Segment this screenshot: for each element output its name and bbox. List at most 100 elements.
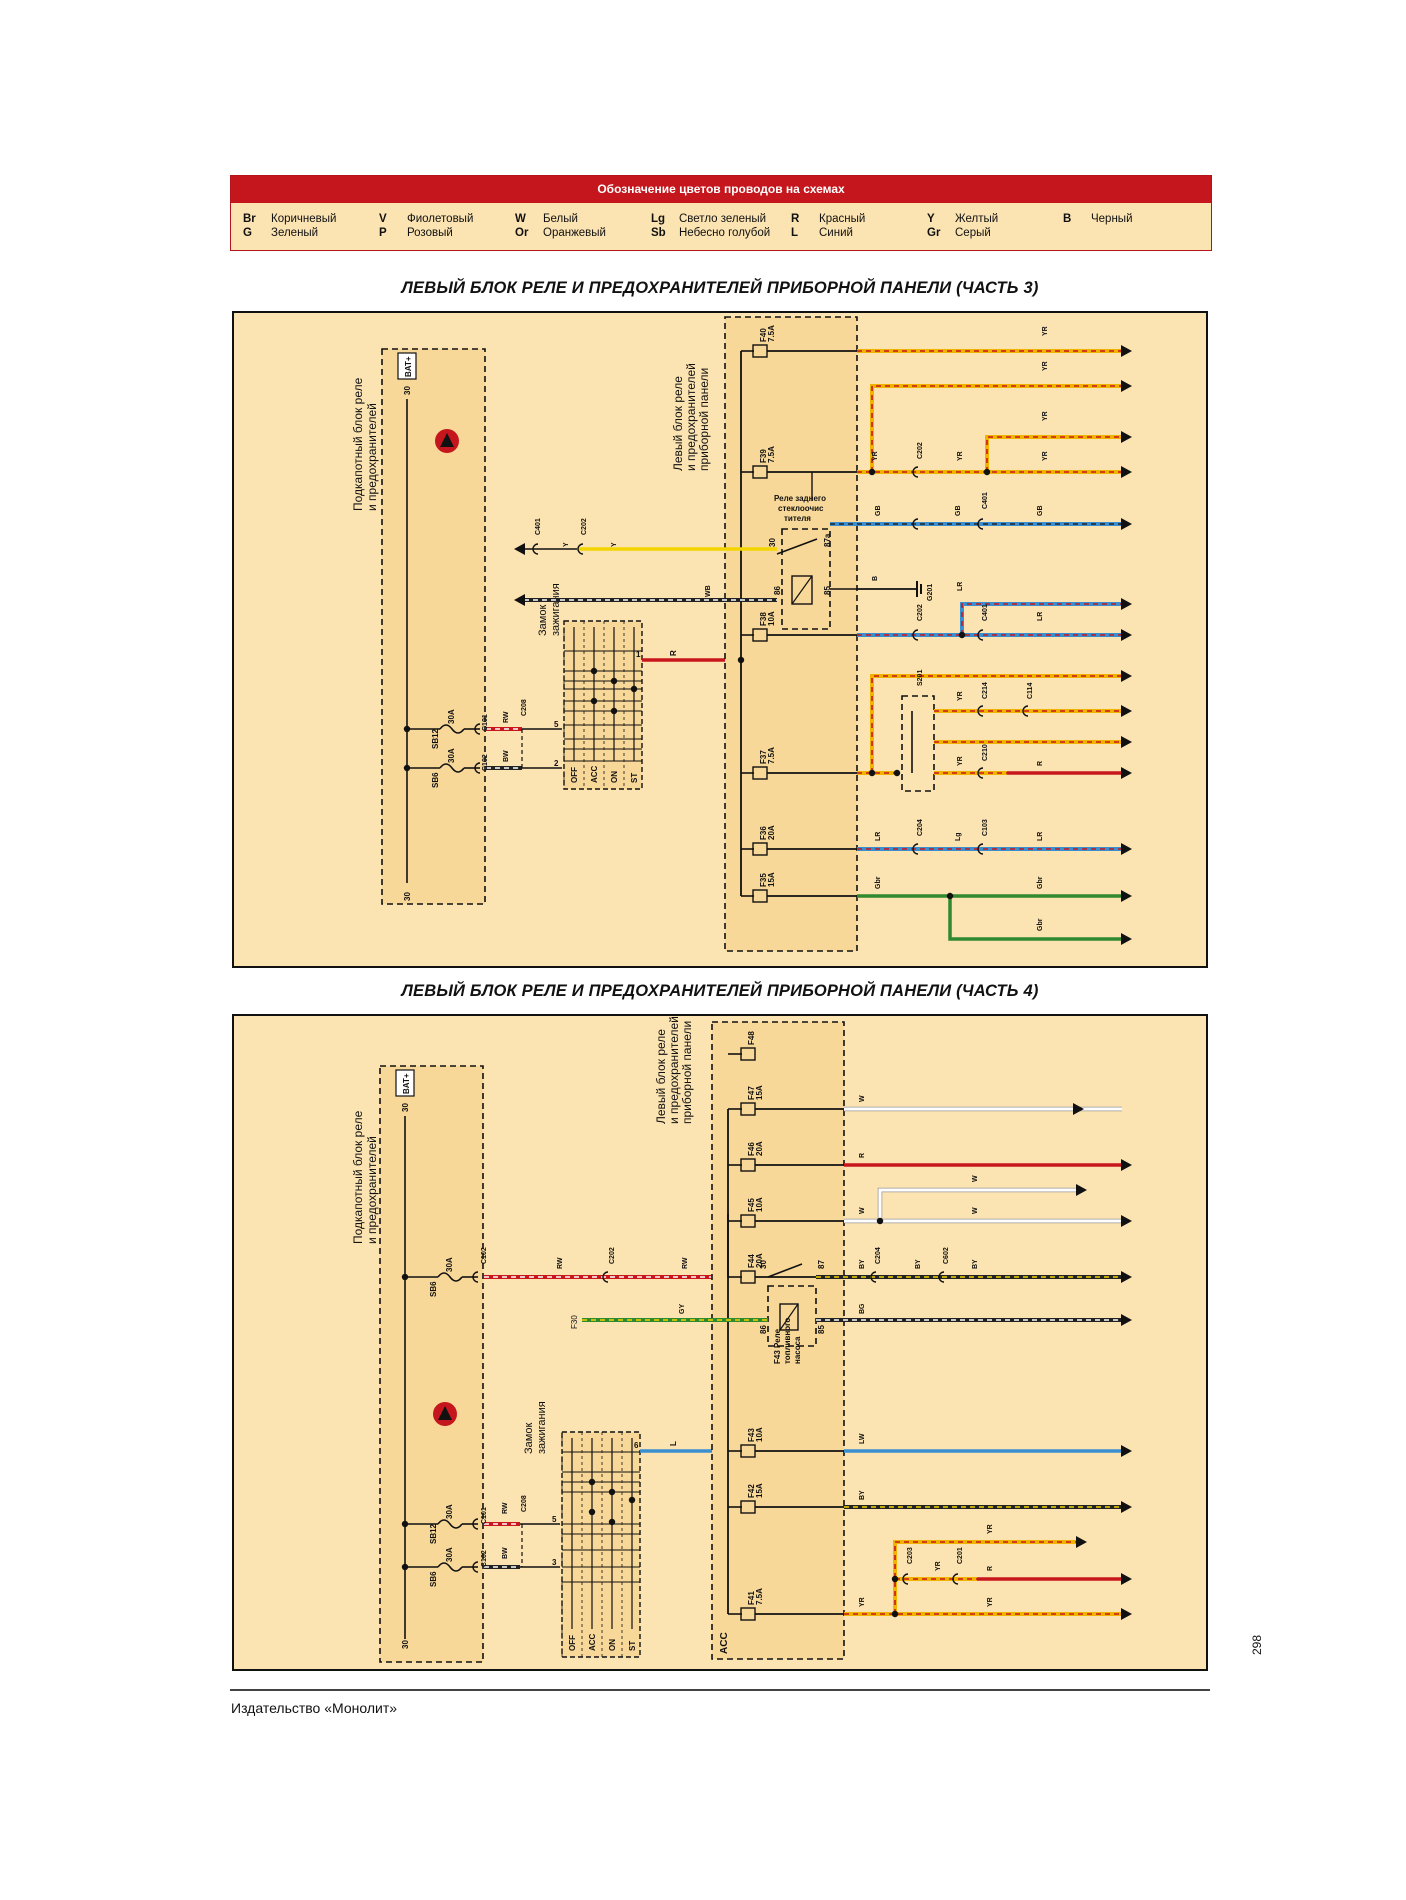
fuse-rating-label: 30A — [445, 1504, 454, 1519]
fusible-link-symbol — [437, 1272, 463, 1282]
junction-dot — [891, 1610, 899, 1618]
fuel-pump-relay — [767, 1285, 817, 1347]
wire-color-label: BY — [972, 1259, 979, 1269]
relay-switch — [776, 538, 818, 555]
pin-label: 30 — [759, 1260, 768, 1269]
wire-color-label: LR — [1037, 612, 1044, 621]
ignition-switch-label: Замок — [523, 1423, 535, 1454]
fuse-id-label: F44 — [747, 1254, 756, 1268]
connector-label: C602 — [943, 1247, 950, 1264]
terminal-30-label: 30 — [401, 1103, 410, 1112]
wire-color-label: Gbr — [875, 876, 882, 889]
fuse-id-label: F36 — [759, 826, 768, 840]
arrow-head — [1076, 1184, 1087, 1196]
sb6-label: SB6 — [429, 1281, 438, 1297]
brand-logo-mark — [438, 1406, 452, 1420]
wire-blue-stripe — [961, 603, 1122, 635]
relay-coil-diag — [779, 1303, 799, 1331]
wire-color-label: W — [972, 1175, 979, 1182]
rear-wiper-relay-label: стеклоочис — [778, 504, 824, 513]
junction-dot — [958, 631, 966, 639]
connector-label: C401 — [982, 492, 989, 509]
wire-color-label: GB — [955, 506, 962, 517]
switch-position-label: ST — [630, 773, 639, 783]
wire — [948, 896, 1122, 941]
connector-label: C202 — [917, 442, 924, 459]
wire-color-label: WB — [705, 585, 712, 597]
brand-logo-mark — [440, 433, 454, 447]
connector-symbol — [977, 518, 984, 530]
wire-yr-stripe — [894, 1541, 1077, 1614]
junction-dot — [893, 769, 901, 777]
connector-symbol — [912, 518, 919, 530]
connector-label: C214 — [982, 682, 989, 699]
fuse-id-label: F47 — [747, 1086, 756, 1100]
fuse-rating-label: 30A — [445, 1257, 454, 1272]
wire-color-label: BW — [503, 750, 510, 762]
connector-symbol — [472, 1561, 479, 1573]
connector-symbol — [1022, 705, 1029, 717]
pin-label: 5 — [552, 1515, 557, 1524]
arrow-head — [1121, 518, 1132, 530]
wire-color-label: YR — [957, 451, 964, 461]
wire-color-label: YR — [1042, 411, 1049, 421]
wire-color-label: YR — [935, 1561, 942, 1571]
ignition-switch-label: зажигания — [536, 1401, 548, 1454]
relay-coil-diag — [791, 575, 813, 605]
wire-color-label: GB — [1037, 506, 1044, 517]
connector-label: C102 — [481, 1247, 488, 1264]
connector-symbol — [902, 1573, 909, 1585]
pin-label: 2 — [554, 759, 559, 768]
wire-color-label: W — [859, 1095, 866, 1102]
arrow-head — [1121, 705, 1132, 717]
underhood-block-label: Подкапотный блок реле — [351, 1110, 365, 1244]
arrow-head — [1076, 1536, 1087, 1548]
fuse-f48 — [740, 1047, 756, 1061]
switch-position-label: ON — [608, 1639, 617, 1651]
arrow-head — [1121, 629, 1132, 641]
section-title-part3: ЛЕВЫЙ БЛОК РЕЛЕ И ПРЕДОХРАНИТЕЛЕЙ ПРИБОР… — [401, 279, 1039, 297]
connector-symbol — [952, 1573, 959, 1585]
sb6-label: SB6 — [429, 1571, 438, 1587]
fuse-rating-label: 10A — [755, 1427, 764, 1442]
dash-fuse-block — [724, 316, 858, 952]
wire-color-label: RW — [682, 1257, 689, 1269]
junction-dot — [868, 468, 876, 476]
switch-contact-dot — [608, 1488, 616, 1496]
pin-label: 86 — [773, 586, 782, 595]
wire-color-label: LR — [1037, 832, 1044, 841]
connector-c101 — [474, 723, 481, 735]
splice-s201 — [901, 695, 935, 792]
switch-contact-dot — [630, 685, 638, 693]
arrow-head — [1121, 1445, 1132, 1457]
connector-label: C103 — [982, 819, 989, 836]
wire-color-label: YR — [859, 1597, 866, 1607]
section-title-part4: ЛЕВЫЙ БЛОК РЕЛЕ И ПРЕДОХРАНИТЕЛЕЙ ПРИБОР… — [401, 982, 1039, 1000]
terminal-30-label: 30 — [401, 1640, 410, 1649]
wire-yr-stripe — [871, 385, 1122, 472]
connector-label: C208 — [521, 699, 528, 716]
connector-label: C102 — [482, 754, 489, 771]
fuse-rating-label: 15A — [767, 872, 776, 887]
wire-color-label: Y — [563, 542, 570, 547]
bat-label: BAT+ — [402, 1073, 411, 1094]
ignition-switch-label: Замок — [537, 605, 549, 636]
pin-label: 30 — [768, 538, 777, 547]
fuel-pump-relay-label: насоса — [793, 1336, 802, 1364]
terminal-30-label: 30 — [403, 892, 412, 901]
dash-block-label: Левый блок реле — [654, 1029, 668, 1124]
fuse-rating-label: 10A — [767, 611, 776, 626]
connector-label: C114 — [1027, 683, 1034, 699]
wire-color-label: R — [1037, 761, 1044, 766]
relay-coil — [779, 1303, 799, 1331]
arrow-head — [1121, 598, 1132, 610]
wire-color-label: Y — [611, 542, 618, 547]
connector-label: C202 — [581, 518, 588, 535]
connector-label: S201 — [917, 670, 924, 686]
